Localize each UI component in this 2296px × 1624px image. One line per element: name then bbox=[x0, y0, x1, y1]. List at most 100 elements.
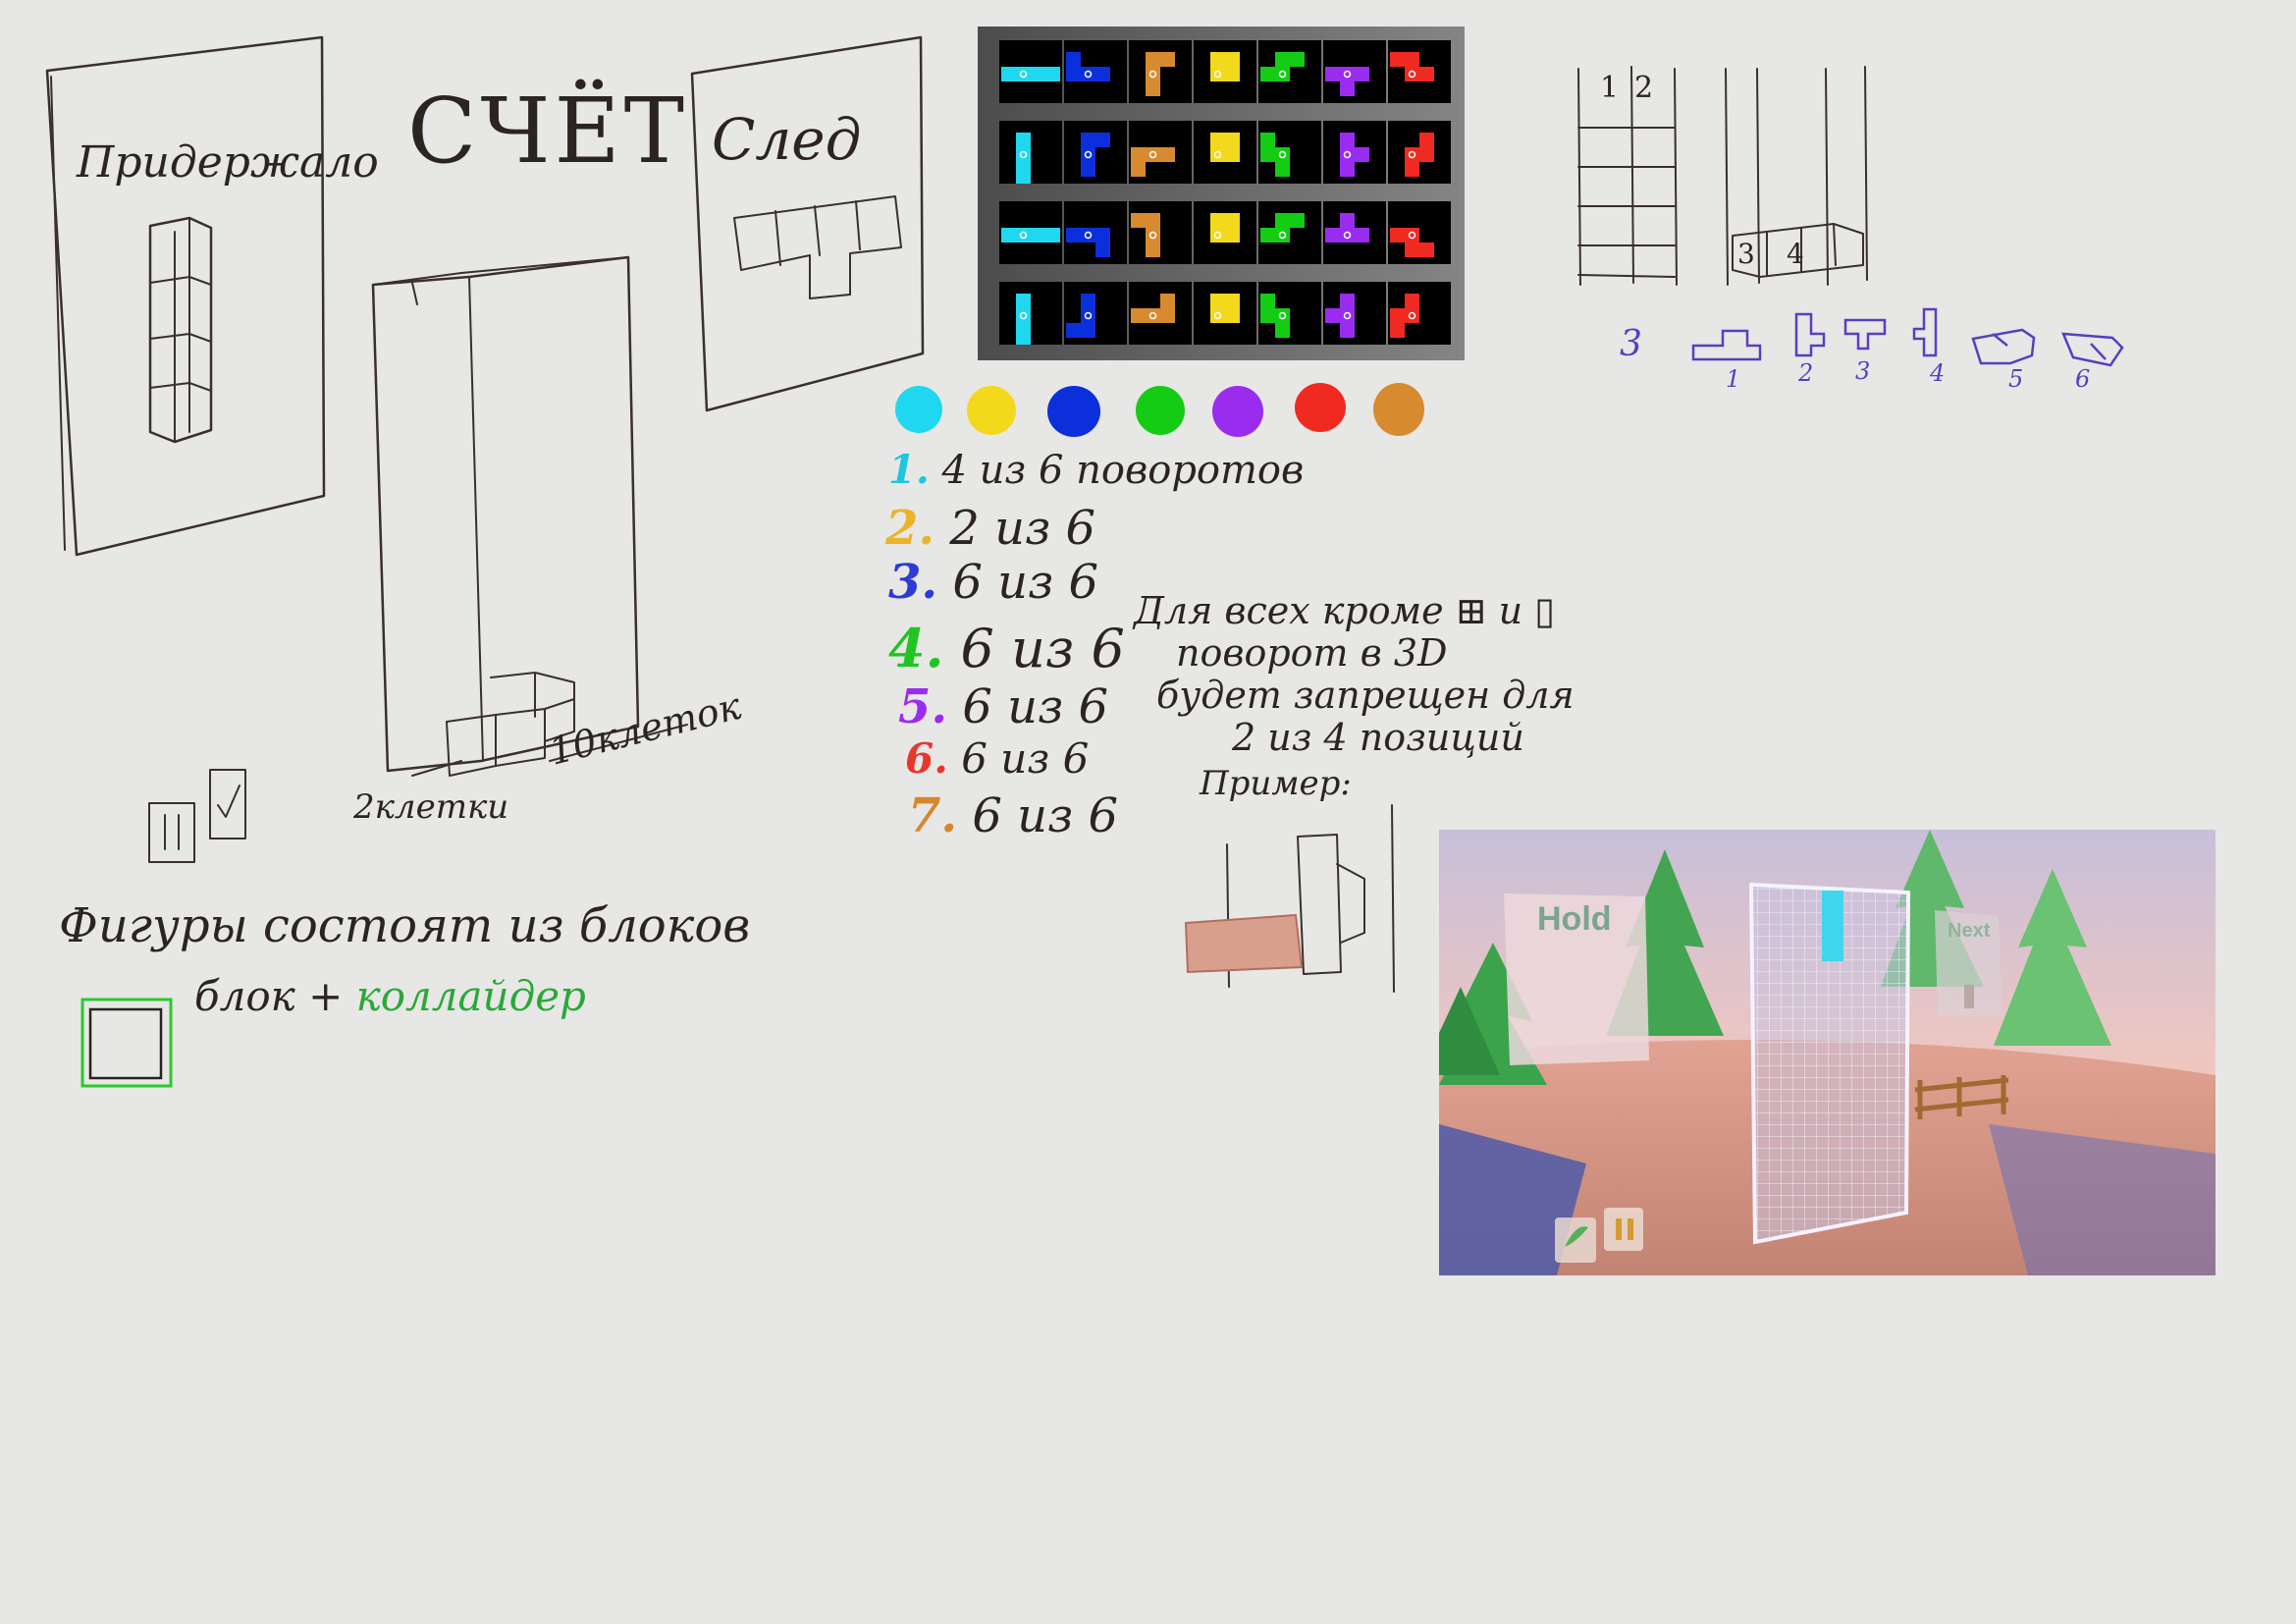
variant-number-4: 4 bbox=[1930, 359, 1946, 387]
block-outline-inner bbox=[88, 1007, 163, 1080]
pivot-marker bbox=[1019, 231, 1028, 240]
tile-cell bbox=[1419, 67, 1434, 81]
rotation-item-3: 3. 6 из 6 bbox=[888, 555, 1098, 610]
pause-icon-left bbox=[1616, 1218, 1622, 1240]
tile-cyan-rotation-2 bbox=[999, 121, 1062, 184]
rotation-item-6: 6. 6 из 6 bbox=[905, 734, 1089, 783]
tile-cell bbox=[1355, 228, 1369, 243]
pivot-marker bbox=[1343, 70, 1352, 79]
variant-number-2: 2 bbox=[1798, 359, 1814, 387]
tile-cell bbox=[1131, 308, 1146, 323]
hold-panel-3d bbox=[1504, 893, 1649, 1065]
rotation-item-4-text: 6 из 6 bbox=[960, 618, 1125, 679]
tile-cell bbox=[1275, 162, 1290, 177]
tile-purple-rotation-4 bbox=[1323, 282, 1386, 345]
tile-cell bbox=[1275, 323, 1290, 338]
tile-cell bbox=[1225, 67, 1240, 81]
pivot-marker bbox=[1148, 311, 1157, 320]
pivot-marker bbox=[1278, 70, 1287, 79]
tile-cell bbox=[1210, 308, 1225, 323]
pause-button[interactable] bbox=[1604, 1208, 1643, 1251]
tile-cell bbox=[1016, 162, 1031, 177]
tile-cell bbox=[1066, 323, 1081, 338]
tile-cyan-rotation-1 bbox=[999, 40, 1062, 103]
tile-purple-rotation-2 bbox=[1323, 121, 1386, 184]
pivot-marker bbox=[1278, 311, 1287, 320]
tile-cell bbox=[1340, 323, 1355, 338]
tile-cell bbox=[1260, 133, 1275, 147]
color-dot-yellow bbox=[967, 386, 1016, 435]
tile-cell bbox=[1081, 133, 1095, 147]
tile-cell bbox=[1045, 67, 1060, 81]
tile-cell bbox=[1081, 162, 1095, 177]
tile-cell bbox=[1390, 52, 1405, 67]
pivot-marker bbox=[1408, 150, 1416, 159]
tile-yellow-rotation-2 bbox=[1194, 121, 1256, 184]
tile-cell bbox=[1016, 147, 1031, 162]
variant-number-1: 1 bbox=[1726, 365, 1741, 393]
tile-cell bbox=[1160, 294, 1175, 308]
hold-panel-label: Придержало bbox=[77, 137, 379, 188]
figures-note: Фигуры состоят из блоков bbox=[59, 898, 751, 953]
block-note: блок + коллайдер bbox=[194, 972, 586, 1020]
tile-cell bbox=[1081, 308, 1095, 323]
tile-cell bbox=[1081, 294, 1095, 308]
block-note-prefix: блок + bbox=[194, 972, 356, 1020]
rotation-item-2: 2. 2 из 6 bbox=[885, 501, 1095, 556]
rotation-item-7: 7. 6 из 6 bbox=[908, 788, 1118, 843]
tile-cell bbox=[1275, 67, 1290, 81]
tile-green-rotation-3 bbox=[1258, 201, 1321, 264]
fence bbox=[1914, 1075, 2009, 1119]
tile-cell bbox=[1260, 294, 1275, 308]
tile-cell bbox=[1210, 147, 1225, 162]
tile-cell bbox=[1031, 228, 1045, 243]
tile-cell bbox=[1210, 294, 1225, 308]
game-scene bbox=[1439, 830, 2216, 1275]
tile-cyan-rotation-3 bbox=[999, 201, 1062, 264]
block-note-collider: коллайдер bbox=[355, 972, 586, 1020]
rule-line-5: Пример: bbox=[1200, 764, 1352, 803]
next-panel-3d bbox=[1935, 910, 2002, 1016]
tile-cell bbox=[1081, 228, 1095, 243]
tile-cell bbox=[1146, 243, 1160, 257]
pivot-marker bbox=[1408, 311, 1416, 320]
tile-cell bbox=[1016, 338, 1031, 345]
tile-green-rotation-2 bbox=[1258, 121, 1321, 184]
pivot-marker bbox=[1278, 150, 1287, 159]
rotation-item-5: 5. 6 из 6 bbox=[898, 679, 1108, 734]
tile-cell bbox=[1081, 147, 1095, 162]
tile-purple-rotation-1 bbox=[1323, 40, 1386, 103]
tile-cell bbox=[1225, 133, 1240, 147]
tile-cell bbox=[1146, 52, 1160, 67]
pivot-marker bbox=[1213, 311, 1222, 320]
tile-cell bbox=[1081, 67, 1095, 81]
tile-blue-rotation-2 bbox=[1064, 121, 1127, 184]
tile-cell bbox=[1355, 67, 1369, 81]
rotation-item-1: 1. 4 из 6 поворотов bbox=[888, 447, 1304, 493]
pivot-marker bbox=[1343, 231, 1352, 240]
tile-cell bbox=[1275, 308, 1290, 323]
pivot-marker bbox=[1019, 70, 1028, 79]
tile-cell bbox=[1405, 147, 1419, 162]
tile-cell bbox=[1405, 52, 1419, 67]
score-label: СЧЁТ bbox=[407, 79, 689, 184]
tile-orange-rotation-1 bbox=[1129, 40, 1192, 103]
pivot-marker bbox=[1148, 70, 1157, 79]
tile-cell bbox=[1146, 67, 1160, 81]
color-dot-red bbox=[1295, 383, 1346, 432]
rotation-item-3-text: 6 из 6 bbox=[952, 555, 1099, 610]
tile-purple-rotation-3 bbox=[1323, 201, 1386, 264]
variant-number-5: 5 bbox=[2008, 365, 2024, 393]
grid-label-1: 1 bbox=[1600, 71, 1620, 105]
tile-cell bbox=[1016, 177, 1031, 184]
color-dot-purple bbox=[1212, 386, 1263, 437]
tile-cell bbox=[1405, 294, 1419, 308]
rotation-item-6-text: 6 из 6 bbox=[961, 734, 1090, 783]
variant-number-6: 6 bbox=[2075, 365, 2091, 393]
tile-cell bbox=[1001, 228, 1016, 243]
tile-cell bbox=[1260, 228, 1275, 243]
tile-cell bbox=[1031, 67, 1045, 81]
grid-label-3: 3 bbox=[1737, 238, 1755, 270]
tile-cell bbox=[1290, 52, 1305, 67]
